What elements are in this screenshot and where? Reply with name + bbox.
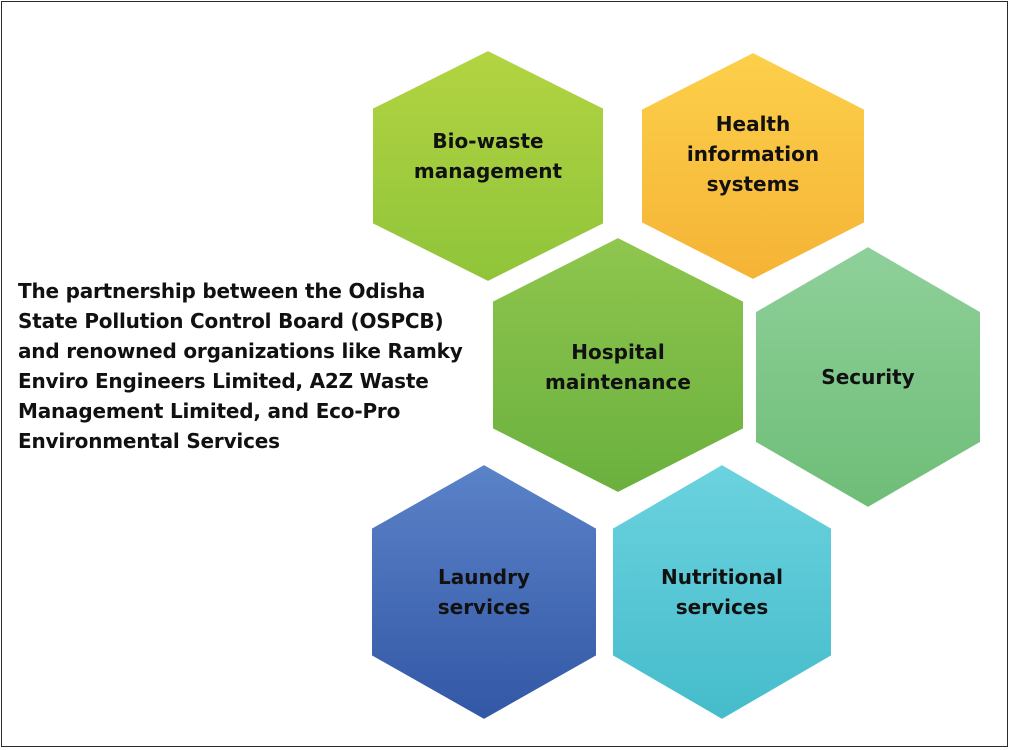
hexagon-shape [640, 50, 866, 282]
hexagon-shape [370, 462, 598, 722]
hexagon-shape [611, 462, 833, 722]
hexagon-shape [491, 235, 745, 495]
hexagon-label: Health information systems [687, 112, 819, 196]
hexagon-shape [754, 244, 982, 510]
hexagon-label-line: Security [821, 365, 914, 389]
hexagon-security: Security [754, 244, 982, 510]
hexagon-label-line: Laundry [438, 565, 530, 589]
hexagon-label-line: maintenance [545, 370, 691, 394]
hexagon-health-information-systems: Health information systems [640, 50, 866, 282]
hexagon-label-line: systems [707, 172, 800, 196]
hexagon-label-line: Hospital [571, 340, 664, 364]
hexagon-label-line: Health [716, 112, 790, 136]
hexagon-label: Laundry services [438, 565, 531, 619]
hexagon-label-line: management [414, 159, 563, 183]
hexagon-label-line: Nutritional [661, 565, 783, 589]
hexagon-label-line: information [687, 142, 819, 166]
hexagon-label-line: services [676, 595, 769, 619]
hexagon-label: Bio-waste management [414, 129, 563, 183]
hexagon-bio-waste-management: Bio-waste management [371, 48, 605, 284]
hexagon-hospital-maintenance: Hospital maintenance [491, 235, 745, 495]
hexagon-label: Security [821, 365, 914, 389]
hexagon-laundry-services: Laundry services [370, 462, 598, 722]
hexagon-label-line: Bio-waste [432, 129, 543, 153]
hexagon-label: Hospital maintenance [545, 340, 691, 394]
hexagon-label: Nutritional services [661, 565, 783, 619]
hexagon-shape [371, 48, 605, 284]
hexagon-nutritional-services: Nutritional services [611, 462, 833, 722]
partnership-description: The partnership between the Odisha State… [18, 279, 463, 453]
hexagon-label-line: services [438, 595, 531, 619]
